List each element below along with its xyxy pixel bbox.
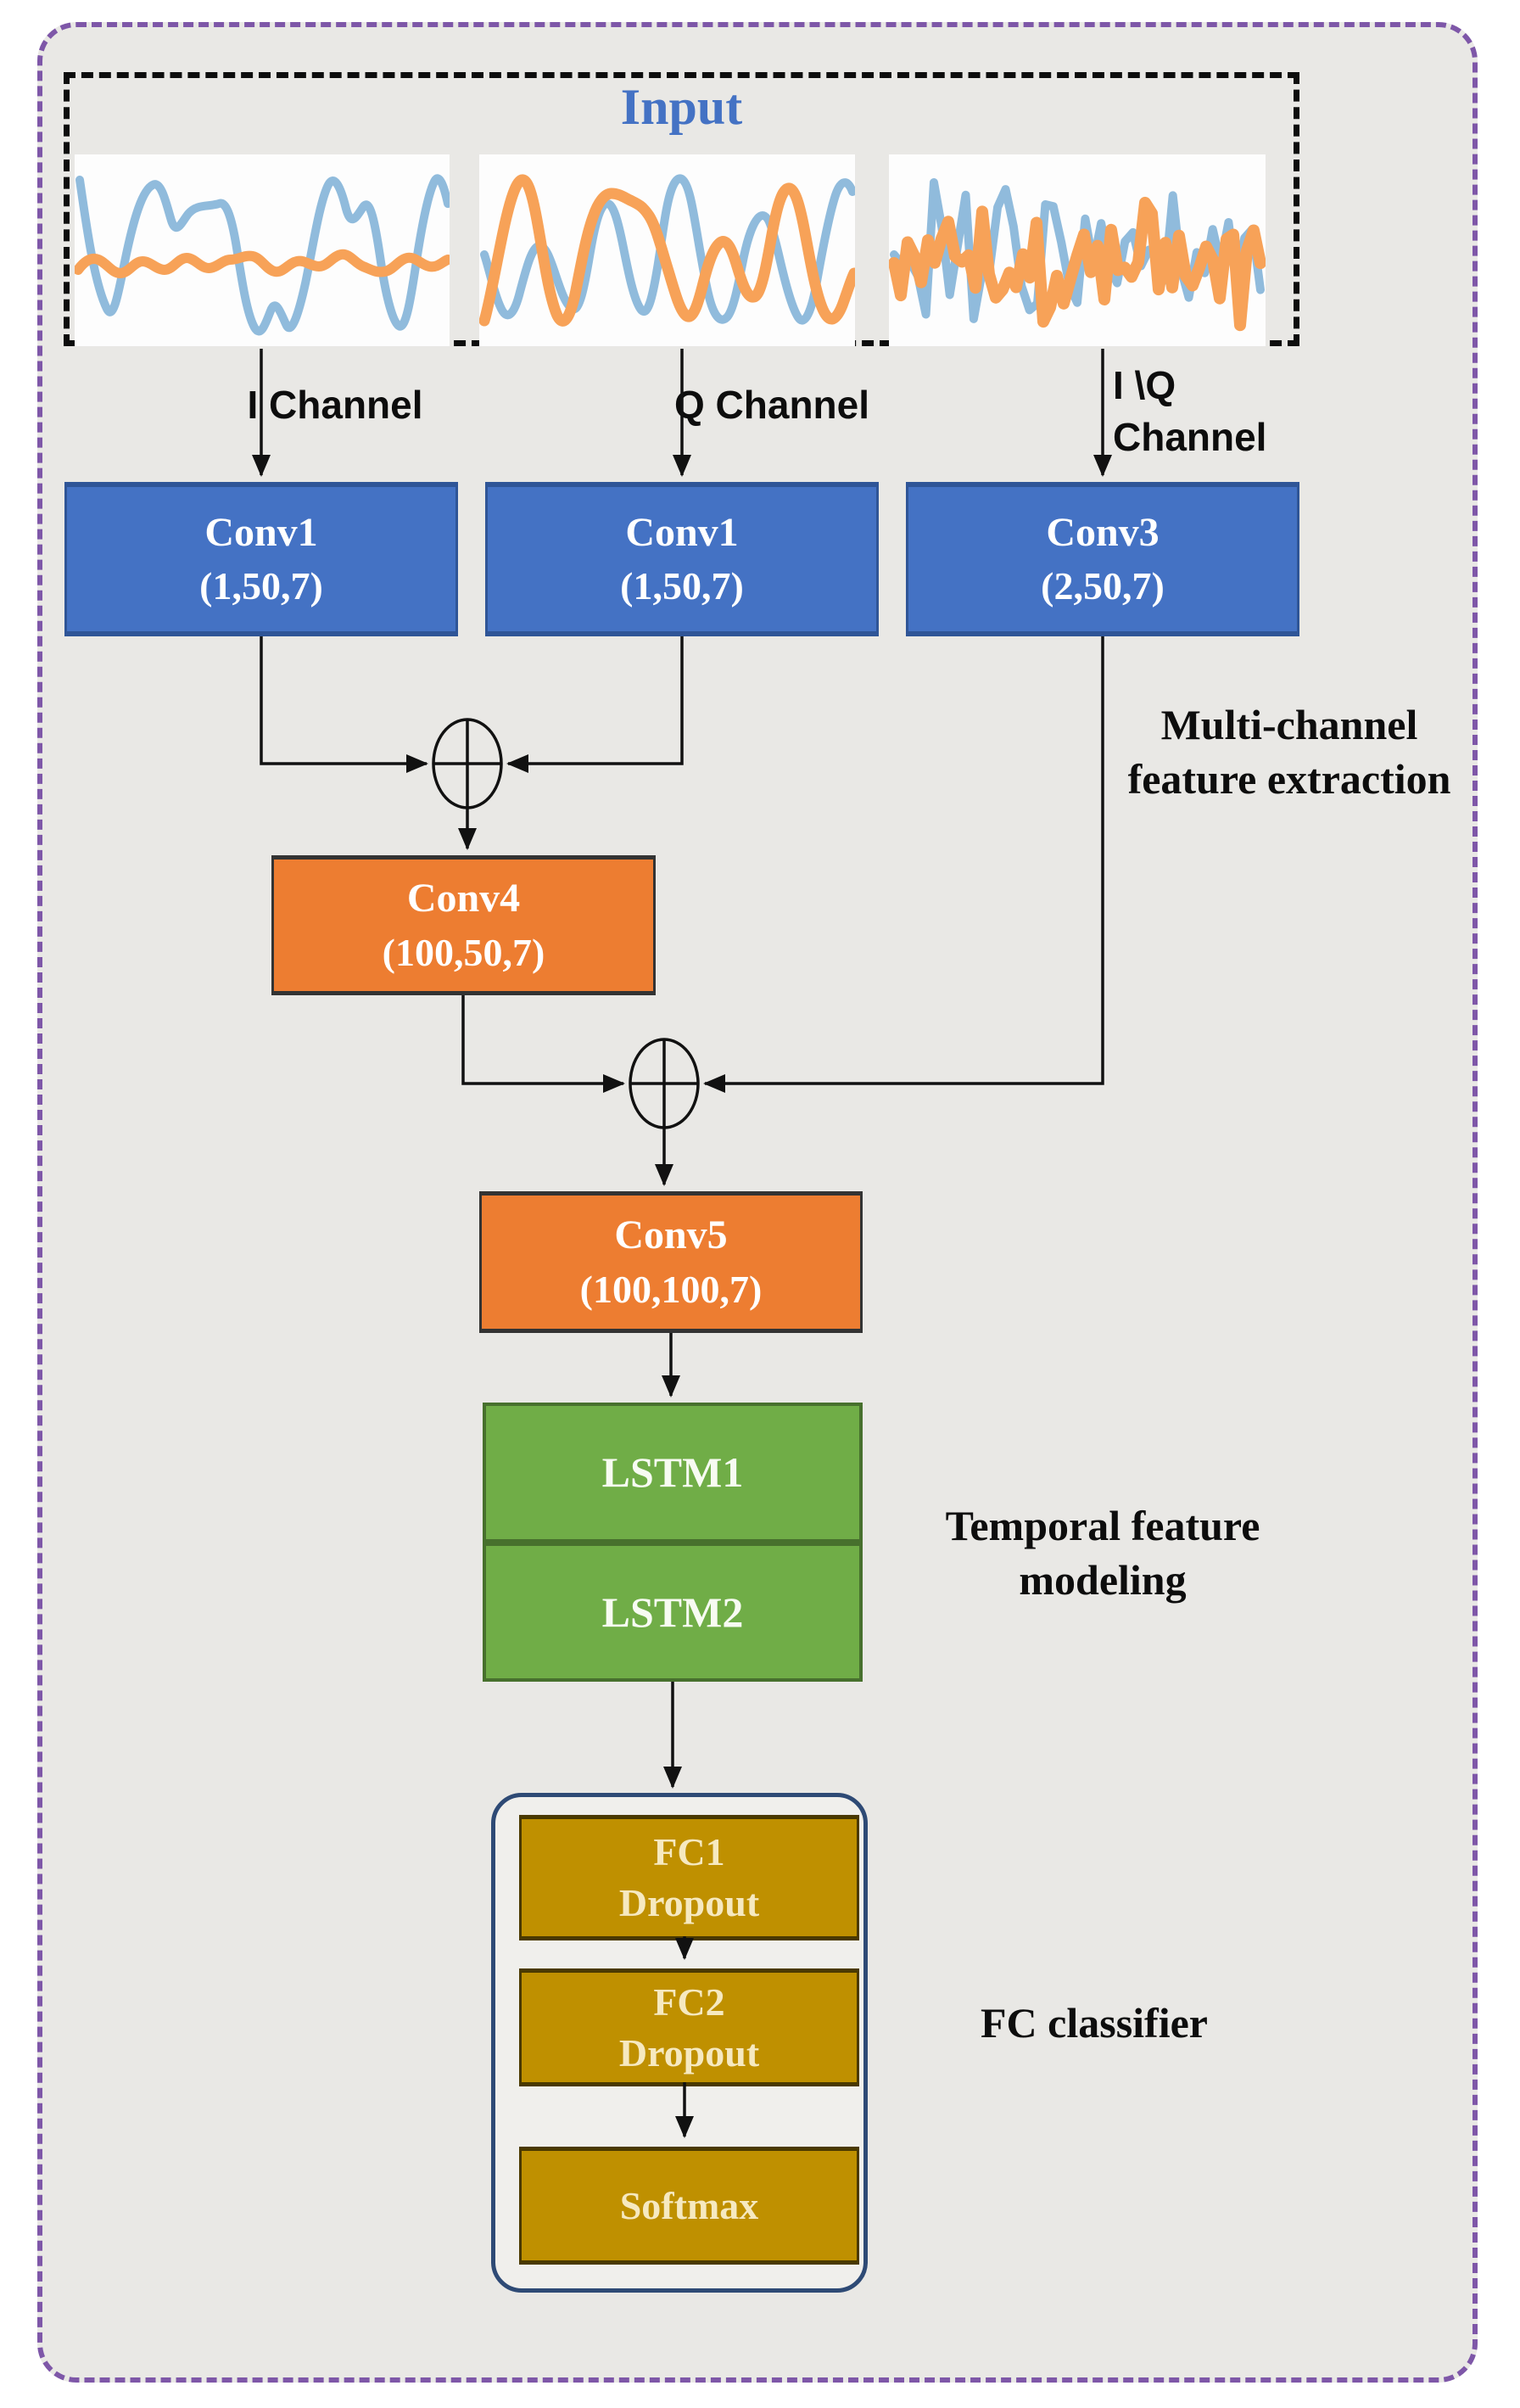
fc-classifier-container: FC1 Dropout FC2 Dropout Softmax xyxy=(491,1793,868,2293)
conv1-i-block: Conv1 (1,50,7) xyxy=(64,482,458,636)
conv4-label: Conv4 xyxy=(406,876,521,921)
fc1-dropout-label: Dropout xyxy=(618,1881,760,1924)
conv1-q-params: (1,50,7) xyxy=(620,564,744,608)
conv5-label: Conv5 xyxy=(614,1212,728,1258)
conv4-block: Conv4 (100,50,7) xyxy=(271,855,656,995)
annotation-multichannel-line2: feature extraction xyxy=(1127,755,1451,803)
channel-label-i: I Channel xyxy=(247,383,423,427)
softmax-label: Softmax xyxy=(619,2183,759,2227)
annotation-temporal: Temporal feature modeling xyxy=(925,1498,1281,1607)
waveform-iq-orange-trace xyxy=(889,196,1266,332)
conv5-params: (100,100,7) xyxy=(579,1267,763,1311)
lstm-stack: LSTM1 LSTM2 xyxy=(483,1403,863,1682)
waveform-i-orange-trace xyxy=(75,249,450,279)
annotation-temporal-line1: Temporal feature xyxy=(945,1502,1260,1549)
fc2-block: FC2 Dropout xyxy=(519,1968,859,2086)
waveform-iq-panel xyxy=(889,154,1266,346)
channel-label-q: Q Channel xyxy=(673,383,870,427)
conv1-i-label: Conv1 xyxy=(204,509,318,555)
fc1-block: FC1 Dropout xyxy=(519,1815,859,1940)
annotation-fc-classifier: FC classifier xyxy=(981,1999,1208,2047)
conv1-q-label: Conv1 xyxy=(625,509,739,555)
annotation-temporal-line2: modeling xyxy=(1019,1556,1187,1604)
conv3-label: Conv3 xyxy=(1046,509,1160,555)
lstm-divider xyxy=(486,1538,859,1546)
lstm2-block: LSTM2 xyxy=(486,1545,859,1678)
lstm1-block: LSTM1 xyxy=(486,1406,859,1539)
conv1-i-params: (1,50,7) xyxy=(199,564,323,608)
waveform-q-panel xyxy=(479,154,855,346)
conv1-q-block: Conv1 (1,50,7) xyxy=(485,482,879,636)
fc1-label: FC1 xyxy=(653,1830,725,1874)
waveform-i-panel xyxy=(75,154,450,346)
softmax-block: Softmax xyxy=(519,2147,859,2265)
channel-label-iq-line2: Channel xyxy=(1113,414,1267,459)
annotation-multichannel: Multi-channel feature extraction xyxy=(1103,697,1476,806)
waveform-q-orange-trace xyxy=(479,174,855,327)
waveform-q-blue-trace xyxy=(480,174,855,325)
conv3-params: (2,50,7) xyxy=(1041,564,1165,608)
annotation-multichannel-line1: Multi-channel xyxy=(1160,701,1418,748)
conv4-params: (100,50,7) xyxy=(382,930,545,974)
fc2-label: FC2 xyxy=(653,1980,725,2024)
channel-label-iq-line1: I \Q xyxy=(1113,363,1176,407)
conv3-block: Conv3 (2,50,7) xyxy=(906,482,1299,636)
channel-label-iq: I \Q Channel xyxy=(1113,360,1266,462)
fc2-dropout-label: Dropout xyxy=(618,2030,760,2075)
waveform-i-blue-trace xyxy=(75,174,450,336)
input-title: Input xyxy=(620,79,743,135)
conv5-block: Conv5 (100,100,7) xyxy=(479,1191,863,1333)
